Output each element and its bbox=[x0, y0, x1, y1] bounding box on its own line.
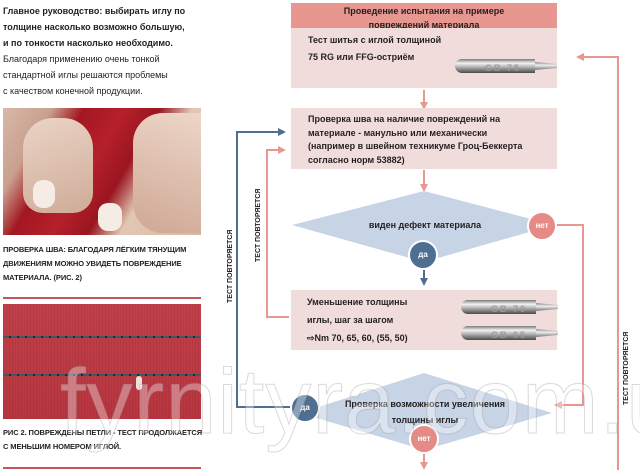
damaged-stitch-fabric-photo bbox=[3, 304, 201, 419]
stitch-line bbox=[3, 374, 201, 376]
loop-label-left-inner: ТЕСТ ПОВТОРЯЕТСЯ bbox=[255, 188, 262, 262]
needle-label: GB 65 bbox=[491, 330, 528, 340]
divider-rule bbox=[3, 467, 201, 469]
intro-bold-line: Главное руководство: выбирать иглу по bbox=[3, 6, 186, 16]
caption-line: с меньшим номером иглой. bbox=[3, 442, 122, 451]
step1-box: Тест шитья с иглой толщиной 75 RG или FF… bbox=[291, 28, 557, 88]
step3-line: ⇨Nm 70, 65, 60, (55, 50) bbox=[307, 333, 408, 343]
right-hand-shape bbox=[133, 113, 201, 233]
decision2-text: Проверка возможности увеличения толщины … bbox=[325, 396, 525, 428]
photo1-caption: Проверка шва: благодаря лёгким тянущим д… bbox=[3, 243, 208, 285]
step3-box: Уменьшение толщины иглы, шаг за шагом ⇨N… bbox=[291, 290, 558, 350]
step2-box: Проверка шва на наличие повреждений на м… bbox=[291, 108, 557, 169]
arrow-loop-to-step1 bbox=[576, 53, 619, 470]
decision1-no-badge: нет bbox=[527, 211, 557, 241]
header-line: Проведение испытания на примере bbox=[343, 6, 505, 16]
decision2-no-badge: нет bbox=[409, 424, 439, 454]
decision1-text: виден дефект материала bbox=[368, 220, 482, 230]
decision2-diamond bbox=[300, 373, 552, 450]
needle-tip bbox=[535, 62, 557, 70]
intro-bold-line: толщине насколько возможно большую, bbox=[3, 22, 185, 32]
step2-line: (например в швейном техникуме Гроц-Бекке… bbox=[308, 141, 523, 151]
loop-label-right: ТЕСТ ПОВТОРЯЕТСЯ bbox=[623, 331, 630, 405]
needle-label: GB 70 bbox=[491, 304, 528, 314]
caption-line: движениям можно увидеть повреждение bbox=[3, 259, 182, 268]
header-line: повреждений материала bbox=[368, 20, 480, 30]
step2-line: согласно норм 53882) bbox=[308, 154, 405, 165]
intro-line: стандартной иглы решаются проблемы bbox=[3, 70, 168, 80]
photo2-caption: Рис 2. Повреждены петли - тест продолжае… bbox=[3, 426, 208, 454]
step2-line: Проверка шва на наличие повреждений на bbox=[308, 114, 501, 124]
step3-line: Уменьшение толщины bbox=[307, 297, 408, 307]
intro-line: Благодаря применению очень тонкой bbox=[3, 54, 160, 64]
stitch-line bbox=[3, 336, 201, 338]
divider-rule bbox=[3, 297, 201, 299]
decision2-line: Проверка возможности увеличения bbox=[344, 399, 506, 409]
intro-line: с качеством конечной продукции. bbox=[3, 86, 143, 96]
left-fingernail-shape bbox=[33, 180, 55, 208]
decision1-diamond bbox=[292, 191, 554, 262]
needle-icon: GB 65 bbox=[461, 326, 558, 340]
needle-tip bbox=[536, 329, 558, 337]
step2-line: материале - манульно или механически bbox=[308, 127, 488, 138]
intro-text: Главное руководство: выбирать иглу по то… bbox=[3, 3, 208, 99]
step1-line: 75 RG или FFG-остриём bbox=[308, 52, 415, 62]
step3-line: иглы, шаг за шагом bbox=[307, 315, 394, 325]
intro-bold-line: и по тонкости насколько необходимо. bbox=[3, 38, 173, 48]
needle-label: GB 75 bbox=[485, 63, 522, 73]
caption-line: Рис 2. Повреждены петли - тест продолжае… bbox=[3, 428, 202, 437]
arrow-yes-loop-to-step2 bbox=[236, 128, 293, 408]
caption-line: Проверка шва: благодаря лёгким тянущим bbox=[3, 245, 187, 254]
loop-label-left-outer: ТЕСТ ПОВТОРЯЕТСЯ bbox=[227, 229, 234, 303]
caption-line: материала. (Рис. 2) bbox=[3, 273, 82, 282]
arrow-step3-to-step2 bbox=[266, 146, 289, 318]
needle-icon: GB 70 bbox=[461, 300, 558, 314]
flowchart-header: Проведение испытания на примере поврежде… bbox=[291, 3, 557, 30]
decision2-yes-badge: да bbox=[290, 393, 320, 423]
step1-line: Тест шитья с иглой толщиной bbox=[308, 35, 442, 45]
decision2-line: толщины иглы bbox=[391, 415, 459, 425]
needle-tip bbox=[536, 303, 558, 311]
needle-icon: GB 75 bbox=[455, 59, 557, 73]
damaged-loop-mark bbox=[136, 376, 142, 390]
arrow-no-to-decision2 bbox=[541, 224, 584, 409]
hands-stretching-seam-photo bbox=[3, 108, 201, 235]
decision1-yes-badge: да bbox=[408, 240, 438, 270]
right-fingernail-shape bbox=[98, 203, 122, 231]
